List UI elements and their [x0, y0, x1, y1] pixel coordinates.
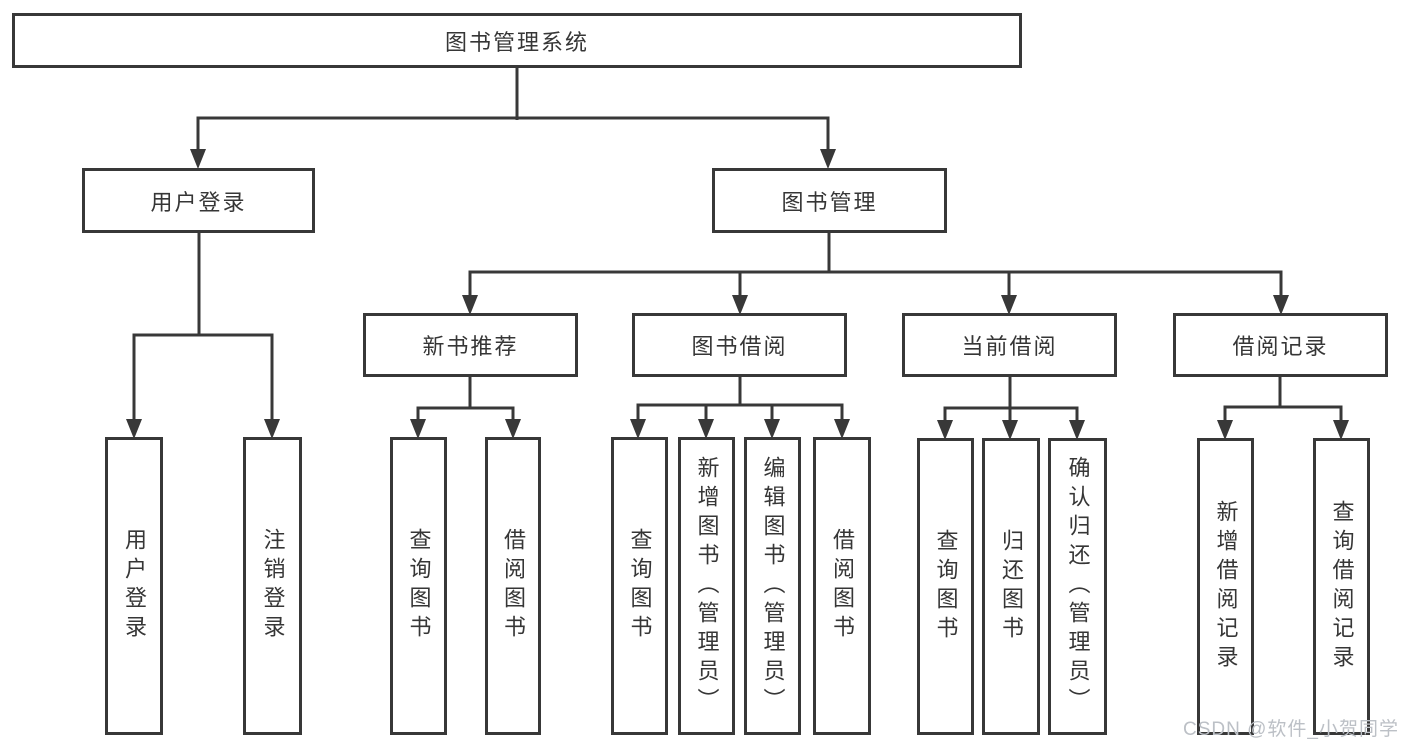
node-label: 新书推荐: [422, 334, 519, 359]
csdn-watermark: CSDN @软件_小贺同学: [1183, 719, 1399, 740]
leaf-label: 新增借阅记录: [1213, 499, 1239, 674]
arrowhead: [1001, 295, 1017, 315]
leaf-label: 查询借阅记录: [1329, 499, 1355, 674]
leaf-label: 编辑图书（管理员）: [760, 455, 786, 717]
node-library-management-system: 图书管理系统: [12, 13, 1022, 68]
node-book-management: 图书管理: [712, 168, 947, 233]
node-label: 图书管理: [781, 189, 878, 215]
arrowhead: [630, 419, 646, 439]
leaf-query-borrow-record: 查询借阅记录: [1313, 438, 1370, 735]
node-label: 图书管理系统: [444, 29, 589, 55]
arrowhead: [937, 420, 953, 440]
connector-root: [196, 68, 830, 152]
leaf-label: 新增图书（管理员）: [694, 455, 720, 717]
arrowhead: [462, 295, 478, 315]
arrowhead: [1069, 420, 1085, 440]
arrowhead: [505, 419, 521, 439]
node-label: 图书借阅: [691, 334, 788, 359]
leaf-query-books-recommend: 查询图书: [390, 437, 447, 735]
leaf-user-login: 用户登录: [105, 437, 163, 735]
arrowhead: [190, 149, 206, 169]
leaf-label: 查询图书: [627, 528, 653, 644]
connector-user-login: [132, 233, 274, 422]
arrowhead: [126, 419, 142, 439]
leaf-label: 查询图书: [933, 528, 959, 645]
node-label: 当前借阅: [961, 334, 1058, 359]
node-borrow-records: 借阅记录: [1173, 313, 1388, 377]
arrowhead: [820, 149, 836, 169]
arrowhead: [1273, 295, 1289, 315]
node-label: 用户登录: [150, 189, 247, 215]
node-current-borrow: 当前借阅: [902, 313, 1117, 377]
leaf-label: 借阅图书: [830, 528, 855, 644]
arrowhead: [698, 419, 714, 439]
leaf-add-book-admin: 新增图书（管理员）: [678, 437, 735, 735]
leaf-label: 注销登录: [260, 528, 286, 644]
leaf-label: 确认归还（管理员）: [1065, 456, 1091, 717]
connector-book-borrow: [636, 377, 844, 422]
arrowhead: [764, 419, 780, 439]
node-label: 借阅记录: [1232, 334, 1329, 359]
arrowhead: [834, 419, 850, 439]
connector-book-management: [468, 233, 1283, 297]
leaf-add-borrow-record: 新增借阅记录: [1197, 438, 1254, 735]
node-book-borrow: 图书借阅: [632, 313, 847, 377]
arrowheads: [126, 149, 1349, 440]
arrowhead: [1333, 420, 1349, 440]
connector-borrow-records: [1223, 377, 1343, 423]
leaf-label: 用户登录: [122, 528, 147, 644]
leaf-logout: 注销登录: [243, 437, 302, 735]
leaf-label: 归还图书: [999, 528, 1024, 645]
node-new-book-recommend: 新书推荐: [363, 313, 578, 377]
arrowhead: [264, 419, 280, 439]
leaf-confirm-return-admin: 确认归还（管理员）: [1048, 438, 1107, 735]
arrowhead: [1217, 420, 1233, 440]
leaf-label: 借阅图书: [501, 528, 526, 644]
connector-current-borrow: [943, 377, 1079, 423]
leaf-borrow-books-recommend: 借阅图书: [485, 437, 541, 735]
leaf-query-books-borrow: 查询图书: [611, 437, 668, 735]
arrowhead: [410, 419, 426, 439]
leaf-borrow-books: 借阅图书: [813, 437, 871, 735]
connector-new-book-recommend: [416, 377, 515, 422]
node-user-login: 用户登录: [82, 168, 315, 233]
leaf-edit-book-admin: 编辑图书（管理员）: [744, 437, 801, 735]
leaf-label: 查询图书: [406, 528, 432, 644]
leaf-return-book: 归还图书: [982, 438, 1040, 735]
arrowhead: [1002, 420, 1018, 440]
arrowhead: [732, 295, 748, 315]
leaf-query-books-current: 查询图书: [917, 438, 974, 735]
